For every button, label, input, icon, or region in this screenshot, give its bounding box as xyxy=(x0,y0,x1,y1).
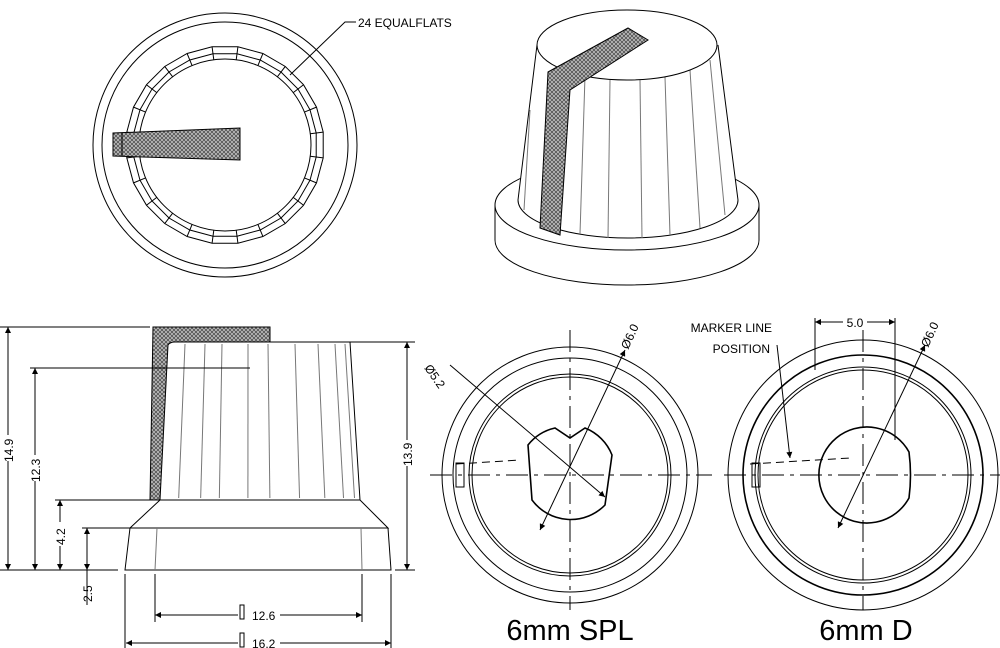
rib-line xyxy=(200,343,206,499)
pointer-marker-3d xyxy=(539,27,649,236)
dim-flat: 5.0 xyxy=(847,316,864,330)
spl-title: 6mm SPL xyxy=(506,615,633,647)
knob-body xyxy=(517,44,739,239)
flat-edge xyxy=(211,46,215,60)
dim-marker-height: 12.3 xyxy=(29,458,43,482)
d-bottom-view: 5.0 Ø6.0 MARKER LINE POSITION 6mm D xyxy=(691,314,1000,647)
dim-spl-small: Ø5.2 xyxy=(422,362,449,392)
dim-skirt-height: 4.2 xyxy=(54,528,68,545)
rib-line xyxy=(344,343,356,499)
dim-total-height: 14.9 xyxy=(2,438,16,462)
isometric-view xyxy=(494,9,760,286)
top-view: 24 EQUALFLATS xyxy=(92,12,452,278)
flat-edge xyxy=(310,155,324,159)
marker-callout: MARKER LINE xyxy=(691,321,772,335)
skirt-side xyxy=(128,499,390,529)
base-skirt xyxy=(494,205,760,286)
pointer-marker xyxy=(112,127,241,161)
spl-bottom-view: Ø5.2 Ø6.0 6mm SPL xyxy=(422,321,712,647)
outer-rim xyxy=(92,12,358,278)
base-side xyxy=(124,527,392,571)
d-title: 6mm D xyxy=(819,615,912,647)
flat-edge xyxy=(235,46,239,60)
dim-body-height: 13.9 xyxy=(401,442,415,466)
flat-edge xyxy=(235,230,239,244)
rib-line xyxy=(218,343,223,499)
callout-leader xyxy=(289,21,356,76)
rib-line xyxy=(317,343,326,499)
flat-edge xyxy=(310,131,324,135)
rib-line xyxy=(334,343,345,499)
rib-line xyxy=(178,343,186,499)
flats-callout: 24 EQUALFLATS xyxy=(358,16,452,30)
dim-inner-diameter: 12.6 xyxy=(252,609,276,623)
dim-spl-large: Ø6.0 xyxy=(618,321,642,351)
marker-callout-line2: POSITION xyxy=(713,342,770,356)
knob-body-side xyxy=(159,341,361,501)
flat-edge xyxy=(211,230,215,244)
rib-line xyxy=(294,343,301,499)
dim-base-height: 2.5 xyxy=(81,585,95,602)
side-view: 14.9 12.3 4.2 2.5 13.9 12.6 16.2 xyxy=(0,326,415,648)
dim-d-diameter: Ø6.0 xyxy=(918,319,942,349)
dim-outer-diameter: 16.2 xyxy=(252,637,276,648)
rib-line xyxy=(267,343,271,499)
skirt-edge xyxy=(101,21,349,269)
